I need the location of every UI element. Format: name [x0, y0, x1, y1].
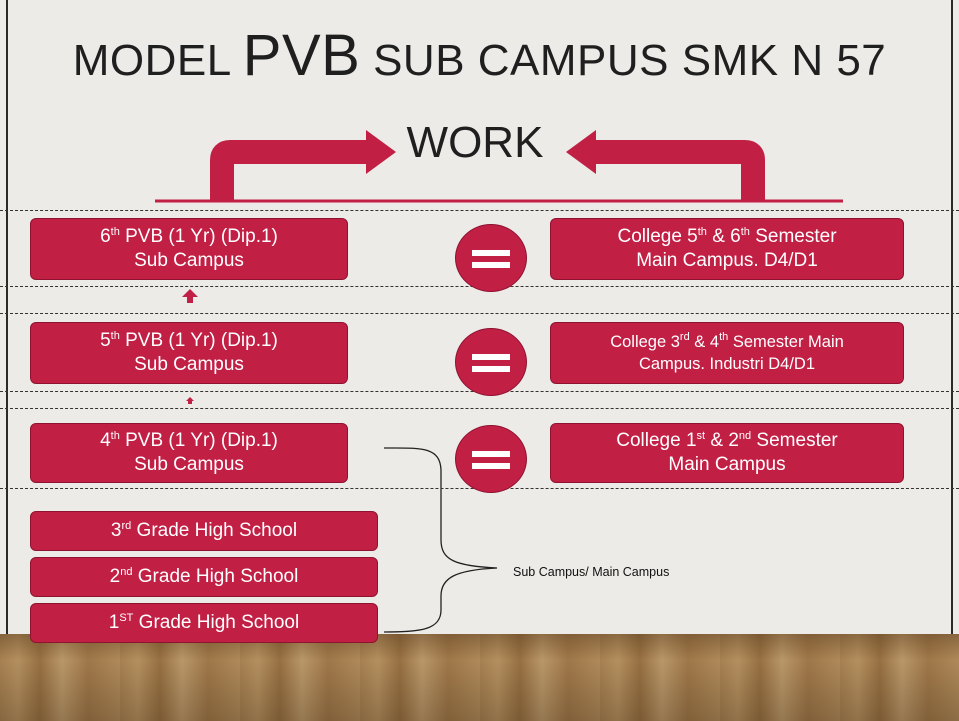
- ord-sup: th: [110, 430, 120, 442]
- line2: Sub Campus: [134, 454, 244, 475]
- grade-2-box: 2nd Grade High School: [30, 557, 378, 597]
- ord: 6: [100, 226, 111, 247]
- slide-title: MODEL PVB SUB CAMPUS SMK N 57: [0, 22, 959, 89]
- grade-text: Grade High School: [133, 612, 300, 633]
- equals-icon-1: [455, 224, 527, 292]
- sup1: st: [696, 430, 706, 442]
- grade-3-box: 3rd Grade High School: [30, 511, 378, 551]
- equals-icon-2: [455, 328, 527, 396]
- title-prefix: MODEL: [72, 36, 243, 85]
- sup1: th: [697, 226, 707, 238]
- grade-text: Grade High School: [132, 566, 299, 587]
- sup2: nd: [738, 430, 752, 442]
- right-work-arrow: [592, 140, 765, 201]
- divider-3: [0, 313, 959, 314]
- title-pvb: PVB: [242, 23, 361, 88]
- pvb-5-box: 5th PVB (1 Yr) (Dip.1) Sub Campus: [30, 322, 348, 384]
- grade-num: 3: [110, 520, 122, 541]
- line1: PVB (1 Yr) (Dip.1): [119, 226, 278, 247]
- left-border: [6, 0, 8, 634]
- mid: & 2: [705, 430, 739, 451]
- college-3-4-box: College 3rd & 4th Semester Main Campus. …: [550, 322, 904, 384]
- bracket: [383, 447, 498, 633]
- line2: Main Campus: [668, 454, 786, 475]
- mid: & 4: [689, 333, 720, 351]
- college-1-2-box: College 1st & 2nd Semester Main Campus: [550, 423, 904, 483]
- line1: PVB (1 Yr) (Dip.1): [119, 330, 278, 351]
- line1: PVB (1 Yr) (Dip.1): [119, 430, 278, 451]
- divider-5: [0, 408, 959, 409]
- sup2: th: [719, 331, 729, 343]
- post: Semester: [751, 430, 838, 451]
- post: Semester: [749, 226, 837, 247]
- ord-sup: th: [110, 330, 120, 342]
- grade-text: Grade High School: [131, 520, 298, 541]
- pre: College 3: [610, 333, 680, 351]
- college-5-6-box: College 5th & 6th Semester Main Campus. …: [550, 218, 904, 280]
- line2: Main Campus. D4/D1: [636, 250, 818, 271]
- grade-num: 2: [109, 566, 121, 587]
- line2: Sub Campus: [134, 250, 244, 271]
- pvb-6-box: 6th PVB (1 Yr) (Dip.1) Sub Campus: [30, 218, 348, 280]
- right-border: [951, 0, 953, 634]
- post: Semester Main: [728, 333, 844, 351]
- grade-num: 1: [108, 612, 120, 633]
- pre: College 1: [616, 430, 697, 451]
- sup2: th: [740, 226, 750, 238]
- title-suffix: SUB CAMPUS SMK N 57: [360, 36, 887, 85]
- right-arrow-head: [566, 130, 596, 174]
- line2: Sub Campus: [134, 354, 244, 375]
- grade-sup: ST: [119, 612, 134, 624]
- grade-sup: rd: [121, 520, 132, 532]
- grade-sup: nd: [120, 566, 133, 578]
- ord: 4: [100, 430, 111, 451]
- left-work-arrow: [210, 140, 370, 201]
- floor-shading: [0, 634, 959, 721]
- pvb-4-box: 4th PVB (1 Yr) (Dip.1) Sub Campus: [30, 423, 348, 483]
- divider-1: [0, 210, 959, 211]
- work-label: WORK: [406, 118, 544, 167]
- bracket-label: Sub Campus/ Main Campus: [513, 565, 670, 579]
- ord: 5: [100, 330, 111, 351]
- equals-icon-3: [455, 425, 527, 493]
- left-arrow-head: [366, 130, 396, 174]
- pre: College 5: [617, 226, 698, 247]
- ord-sup: th: [110, 226, 120, 238]
- sup1: rd: [679, 331, 690, 343]
- up-arrow-2: [186, 397, 194, 404]
- line2: Campus. Industri D4/D1: [638, 355, 816, 373]
- grade-1-box: 1ST Grade High School: [30, 603, 378, 643]
- up-arrow-1: [182, 289, 198, 303]
- mid: & 6: [706, 226, 741, 247]
